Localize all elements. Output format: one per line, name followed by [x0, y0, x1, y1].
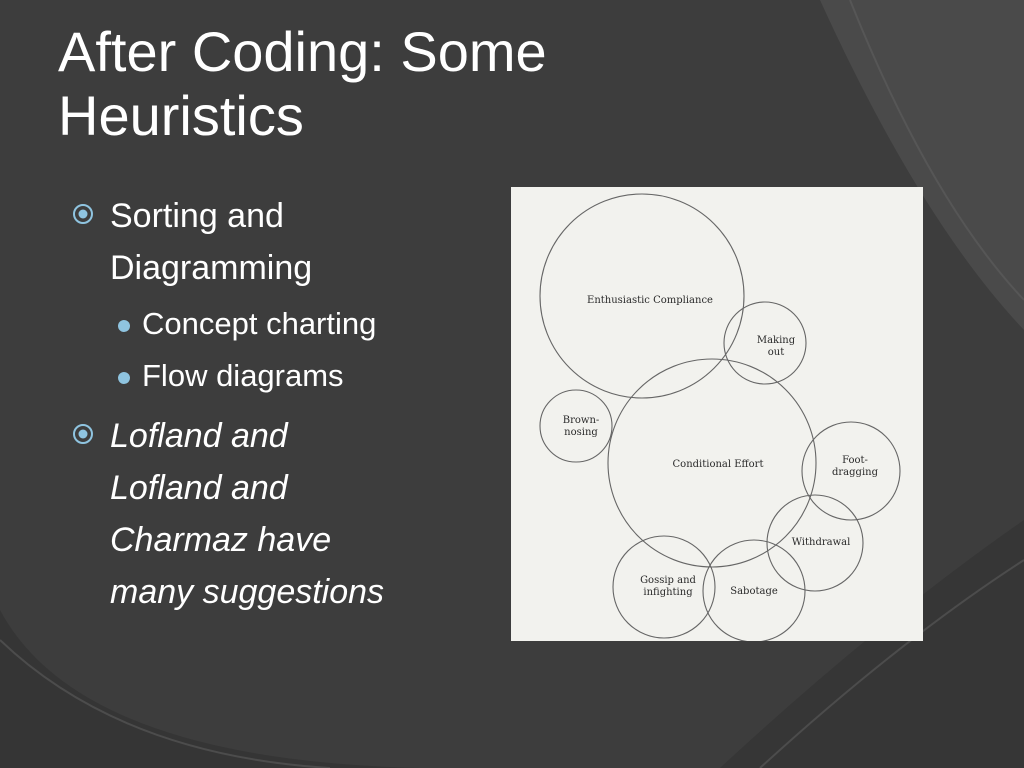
title-line: Heuristics: [58, 84, 304, 147]
label-brown-nosing: Brown- nosing: [562, 415, 600, 438]
slide-title: After Coding: Some Heuristics: [58, 20, 698, 148]
label-withdrawal: Withdrawal: [791, 537, 851, 548]
circle-making-out: [723, 301, 807, 385]
bullet-list: Sorting and Diagramming Concept charting…: [70, 190, 490, 618]
diagram-circles: [539, 193, 901, 641]
subbullet-flow-diagrams: Flow diagrams: [70, 350, 490, 402]
bullet-text: Lofland and: [110, 469, 288, 507]
title-line: After Coding: Some: [58, 20, 547, 83]
label-gossip-infighting: Gossip and infighting: [640, 575, 696, 598]
subbullet-list: Concept charting Flow diagrams: [70, 298, 490, 402]
bullet-text: Sorting and: [110, 197, 284, 235]
circle-conditional-effort: [607, 358, 817, 568]
concept-diagram-image: Enthusiastic Compliance Making out Brown…: [511, 187, 923, 641]
subbullet-text: Flow diagrams: [142, 358, 344, 393]
dot-bullet-icon: [118, 320, 130, 332]
bullet-text: Diagramming: [110, 249, 313, 287]
circle-foot-dragging: [801, 421, 901, 521]
bullet-sorting-diagramming: Sorting and Diagramming: [70, 190, 490, 294]
circle-sabotage: [702, 539, 806, 641]
bullet-text: Lofland and: [110, 417, 288, 455]
circle-gossip-infighting: [612, 535, 716, 639]
circle-bullet-icon: [73, 204, 93, 224]
label-making-out: Making out: [756, 335, 796, 358]
label-foot-dragging: Foot- dragging: [832, 455, 878, 478]
subbullet-concept-charting: Concept charting: [70, 298, 490, 350]
label-conditional-effort: Conditional Effort: [672, 459, 764, 470]
circle-enthusiastic-compliance: [539, 193, 745, 399]
label-sabotage: Sabotage: [730, 586, 778, 597]
circle-brown-nosing: [539, 389, 613, 463]
bullet-text: Charmaz have: [110, 521, 332, 559]
bullet-text: many suggestions: [110, 573, 385, 611]
bullet-lofland-charmaz: Lofland and Lofland and Charmaz have man…: [70, 410, 490, 618]
circle-bullet-icon: [73, 424, 93, 444]
circle-withdrawal: [766, 494, 864, 592]
dot-bullet-icon: [118, 372, 130, 384]
subbullet-text: Concept charting: [142, 306, 377, 341]
label-enthusiastic-compliance: Enthusiastic Compliance: [587, 295, 713, 306]
